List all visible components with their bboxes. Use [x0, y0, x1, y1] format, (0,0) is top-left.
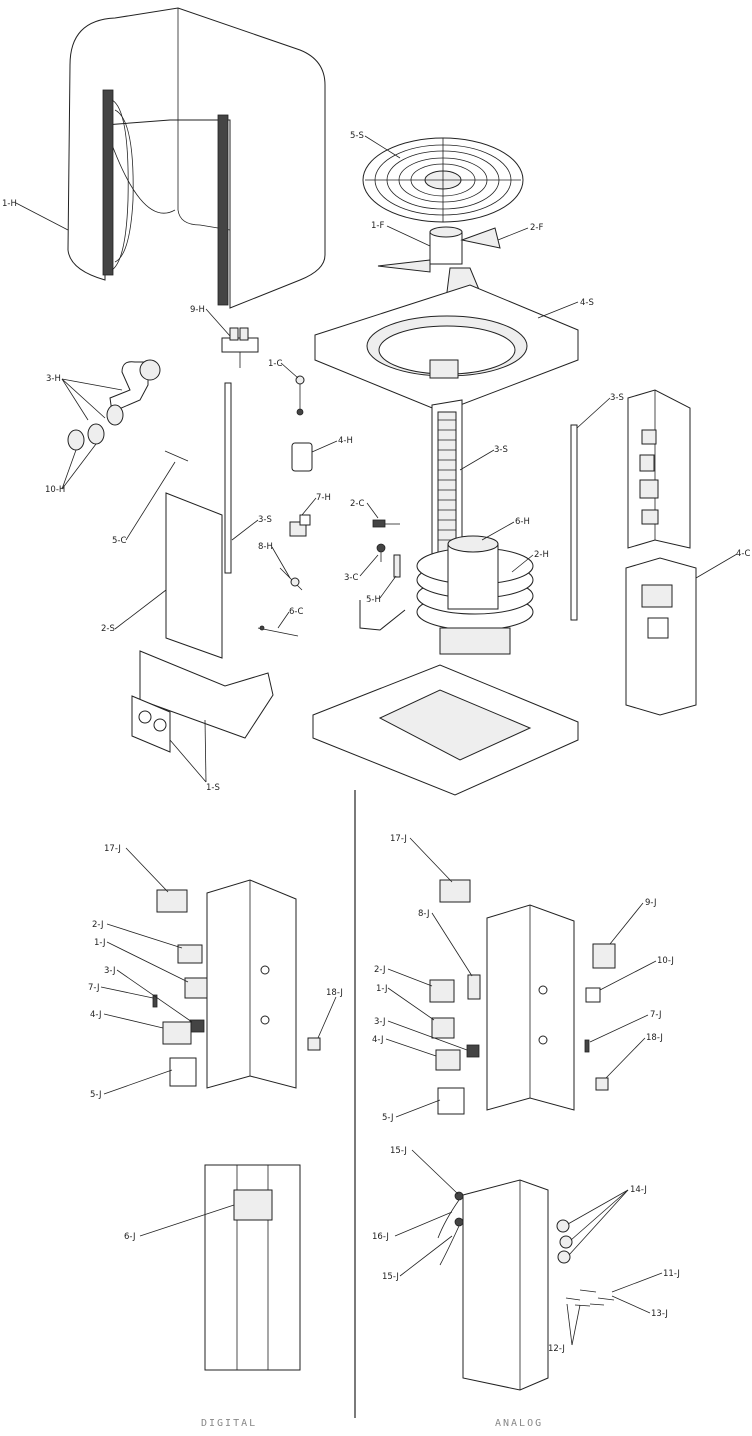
part-8-H [279, 567, 303, 591]
caption-digital: DIGITAL [201, 1418, 257, 1429]
label-6-H: 6-H [515, 517, 530, 527]
access-panel-part [165, 492, 223, 659]
label-3-S-right: 3-S [610, 393, 624, 403]
valve-9-H-part [221, 327, 259, 368]
center-column-part [431, 399, 463, 566]
label-1-F: 1-F [371, 221, 384, 231]
label-3-S-left: 3-S [258, 515, 272, 525]
control-box-part [625, 389, 697, 716]
label-analog-13-J: 13-J [651, 1309, 668, 1319]
label-9-H: 9-H [190, 305, 205, 315]
label-3-C: 3-C [344, 573, 358, 583]
label-analog-2-J: 2-J [374, 965, 385, 975]
analog-enclosure-part [462, 1179, 549, 1391]
label-analog-8-J: 8-J [418, 909, 429, 919]
union-nuts-part [67, 423, 105, 451]
label-analog-5-J: 5-J [382, 1113, 393, 1123]
label-digital-6-J: 6-J [124, 1232, 135, 1242]
label-analog-1-J: 1-J [376, 984, 387, 994]
fittings-3-H-part [106, 359, 161, 426]
analog-panel-part [486, 904, 575, 1111]
label-3-S-center: 3-S [494, 445, 508, 455]
label-8-H: 8-H [258, 542, 273, 552]
label-digital-5-J: 5-J [90, 1090, 101, 1100]
label-4-H: 4-H [338, 436, 353, 446]
strip-3-S-left [224, 382, 232, 574]
label-analog-7-J: 7-J [650, 1010, 661, 1020]
digital-enclosure-part [204, 1164, 301, 1371]
label-digital-1-J: 1-J [94, 938, 105, 948]
base-pan-part [312, 664, 579, 796]
label-digital-2-J: 2-J [92, 920, 103, 930]
label-5-S: 5-S [350, 131, 364, 141]
front-panel-part [131, 650, 274, 753]
label-2-S: 2-S [101, 624, 115, 634]
label-digital-18-J: 18-J [326, 988, 343, 998]
part-4-H [291, 442, 313, 472]
part-3-C [376, 543, 386, 562]
label-analog-15-J-top: 15-J [390, 1146, 407, 1156]
label-4-S: 4-S [580, 298, 594, 308]
label-analog-17-J: 17-J [390, 834, 407, 844]
label-analog-9-J: 9-J [645, 898, 656, 908]
label-6-C: 6-C [289, 607, 303, 617]
label-analog-15-J-bottom: 15-J [382, 1272, 399, 1282]
label-analog-4-J: 4-J [372, 1035, 383, 1045]
label-digital-17-J: 17-J [104, 844, 121, 854]
label-2-H: 2-H [534, 550, 549, 560]
part-7-H [289, 514, 311, 537]
label-3-H: 3-H [46, 374, 61, 384]
digital-panel-part [206, 879, 297, 1089]
label-digital-4-J: 4-J [90, 1010, 101, 1020]
label-1-H: 1-H [2, 199, 17, 209]
label-5-C: 5-C [112, 536, 126, 546]
label-4-C: 4-C [736, 549, 750, 559]
analog-sensors [437, 1191, 615, 1307]
label-2-F: 2-F [530, 223, 543, 233]
strip-3-S-right [570, 424, 578, 621]
part-5-C [164, 450, 189, 462]
label-2-C: 2-C [350, 499, 364, 509]
label-analog-18-J: 18-J [646, 1033, 663, 1043]
part-2-C [372, 519, 400, 528]
label-1-S: 1-S [206, 783, 220, 793]
digital-components [152, 889, 321, 1087]
label-digital-7-J: 7-J [88, 983, 99, 993]
label-analog-16-J: 16-J [372, 1232, 389, 1242]
label-5-H: 5-H [366, 595, 381, 605]
label-analog-10-J: 10-J [657, 956, 674, 966]
analog-components [429, 879, 616, 1115]
label-7-H: 7-H [316, 493, 331, 503]
label-digital-3-J: 3-J [104, 966, 115, 976]
label-analog-3-J: 3-J [374, 1017, 385, 1027]
fan-guard-part [362, 137, 524, 223]
label-10-H: 10-H [45, 485, 65, 495]
caption-analog: ANALOG [495, 1418, 543, 1429]
part-1-C [295, 375, 305, 416]
top-pan-part [314, 284, 579, 413]
coil-housing-part [67, 7, 326, 309]
part-5-H [393, 554, 401, 578]
label-analog-11-J: 11-J [663, 1269, 680, 1279]
part-6-C [257, 625, 299, 637]
label-analog-12-J: 12-J [548, 1344, 565, 1354]
label-analog-14-J: 14-J [630, 1185, 647, 1195]
label-1-C: 1-C [268, 359, 282, 369]
compressor-part [359, 535, 534, 655]
